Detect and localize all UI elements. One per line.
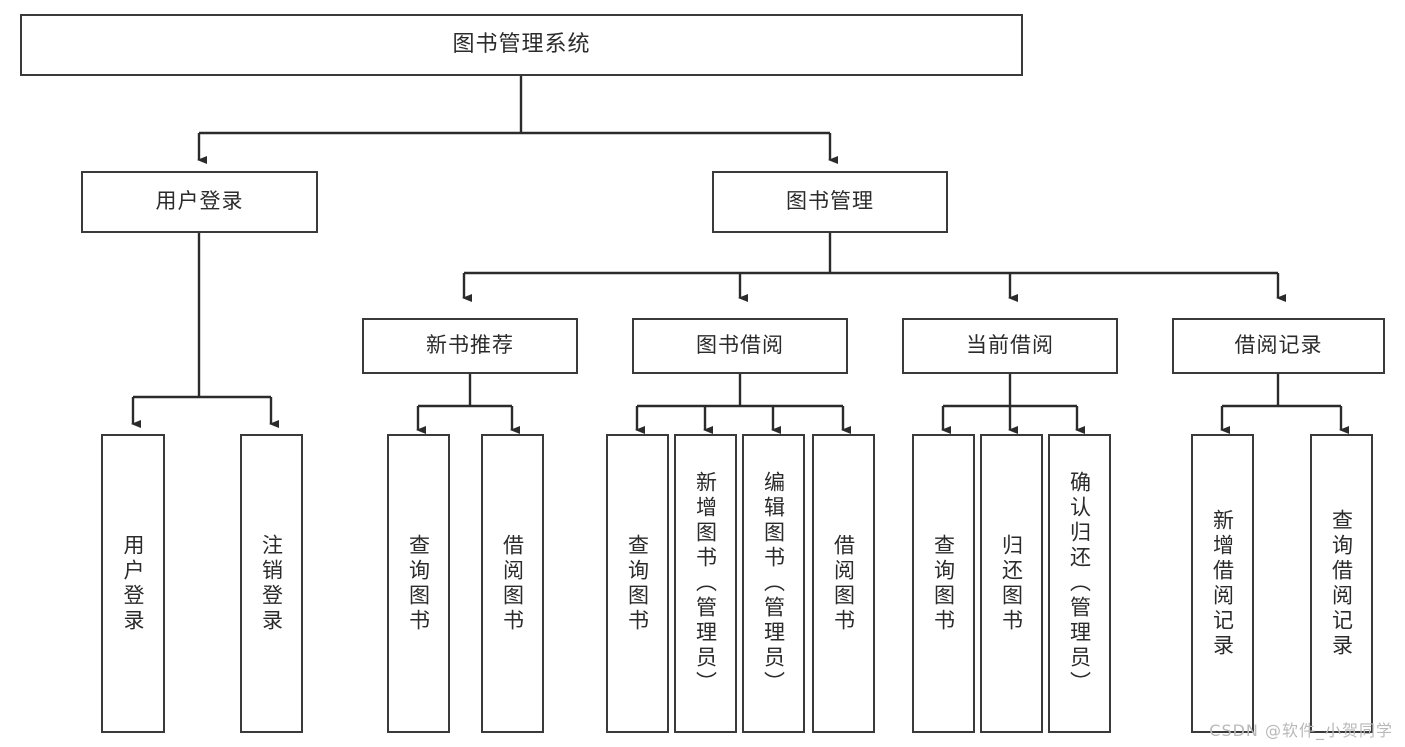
node-user-login[interactable]: 用户登录 xyxy=(81,171,318,233)
node-borrow-record[interactable]: 借阅记录 xyxy=(1172,318,1385,374)
leaf-user-login-logout[interactable]: 注销登录 xyxy=(240,434,303,733)
node-root-system[interactable]: 图书管理系统 xyxy=(20,14,1023,76)
node-book-management[interactable]: 图书管理 xyxy=(712,171,948,233)
leaf-current-query-book[interactable]: 查询图书 xyxy=(912,434,975,733)
leaf-record-add-record[interactable]: 新增借阅记录 xyxy=(1191,434,1254,733)
leaf-recommend-query-book[interactable]: 查询图书 xyxy=(387,434,450,733)
csdn-watermark: CSDN @软件_小贺同学 xyxy=(1209,721,1393,740)
leaf-borrow-add-book-admin[interactable]: 新增图书（管理员） xyxy=(674,434,737,733)
node-new-book-recommend[interactable]: 新书推荐 xyxy=(362,318,578,374)
leaf-borrow-query-book[interactable]: 查询图书 xyxy=(606,434,669,733)
leaf-record-query-record[interactable]: 查询借阅记录 xyxy=(1310,434,1373,733)
node-book-borrow[interactable]: 图书借阅 xyxy=(632,318,848,374)
leaf-recommend-borrow-book[interactable]: 借阅图书 xyxy=(481,434,544,733)
leaf-current-confirm-return-admin[interactable]: 确认归还（管理员） xyxy=(1048,434,1111,733)
leaf-user-login-login[interactable]: 用户登录 xyxy=(101,434,165,733)
node-current-borrow[interactable]: 当前借阅 xyxy=(902,318,1118,374)
leaf-borrow-borrow-book[interactable]: 借阅图书 xyxy=(812,434,875,733)
leaf-borrow-edit-book-admin[interactable]: 编辑图书（管理员） xyxy=(742,434,805,733)
leaf-current-return-book[interactable]: 归还图书 xyxy=(980,434,1043,733)
